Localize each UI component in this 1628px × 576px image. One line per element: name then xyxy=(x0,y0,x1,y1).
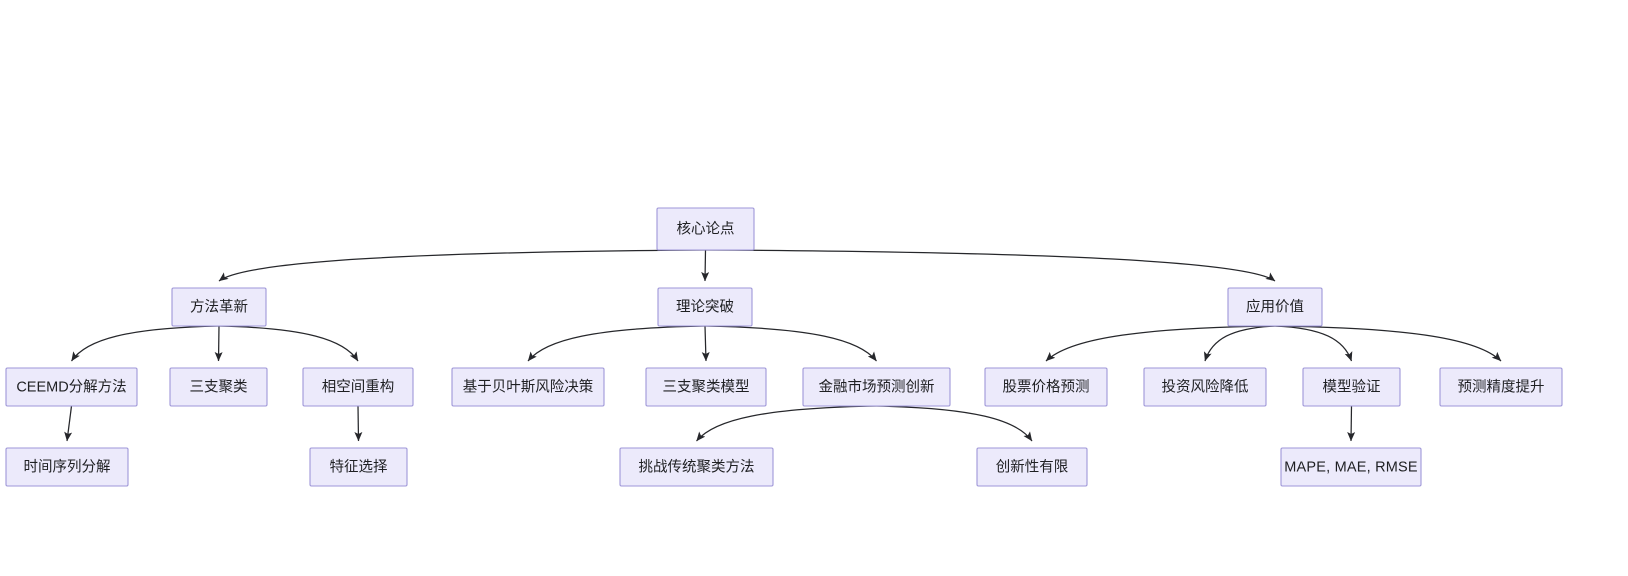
node-n3b[interactable]: 三支聚类 xyxy=(169,367,268,407)
node-label-n4b: 特征选择 xyxy=(330,458,388,475)
node-n2c[interactable]: 应用价值 xyxy=(1227,287,1323,327)
edge-n2c-to-n3h xyxy=(1203,325,1276,362)
node-label-n4a: 时间序列分解 xyxy=(24,458,111,475)
node-box-n3a[interactable] xyxy=(5,367,138,407)
node-n4d[interactable]: 创新性有限 xyxy=(976,447,1088,487)
node-label-n3b: 三支聚类 xyxy=(190,378,248,395)
node-label-n3d: 基于贝叶斯风险决策 xyxy=(463,378,594,395)
edges-layer xyxy=(64,249,1502,442)
node-label-n3j: 预测精度提升 xyxy=(1458,378,1545,395)
node-box-n2b[interactable] xyxy=(657,287,753,327)
node-label-n4e: MAPE, MAE, RMSE xyxy=(1284,459,1418,475)
node-root[interactable]: 核心论点 xyxy=(656,207,755,251)
edge-n2b-to-n3d xyxy=(527,325,706,362)
node-n3f[interactable]: 金融市场预测创新 xyxy=(802,367,951,407)
edge-n3c-to-n4b xyxy=(354,405,363,442)
node-n3g[interactable]: 股票价格预测 xyxy=(984,367,1108,407)
node-box-n3e[interactable] xyxy=(645,367,767,407)
node-box-n3f[interactable] xyxy=(802,367,951,407)
edge-n3a-to-n4a xyxy=(64,405,73,442)
node-label-n2b: 理论突破 xyxy=(676,298,734,315)
node-n3d[interactable]: 基于贝叶斯风险决策 xyxy=(451,367,605,407)
node-box-n2a[interactable] xyxy=(171,287,267,327)
node-label-root: 核心论点 xyxy=(677,220,735,237)
node-label-n3h: 投资风险降低 xyxy=(1162,378,1249,395)
node-box-n3g[interactable] xyxy=(984,367,1108,407)
node-box-n3i[interactable] xyxy=(1302,367,1401,407)
node-box-n4c[interactable] xyxy=(619,447,774,487)
node-n2a[interactable]: 方法革新 xyxy=(171,287,267,327)
node-label-n3f: 金融市场预测创新 xyxy=(819,378,935,395)
node-box-n3d[interactable] xyxy=(451,367,605,407)
node-label-n3e: 三支聚类模型 xyxy=(663,378,750,395)
edge-n2c-to-n3g xyxy=(1045,325,1276,362)
node-label-n2c: 应用价值 xyxy=(1246,297,1304,315)
edge-n3f-to-n4c xyxy=(696,405,877,442)
node-box-root[interactable] xyxy=(656,207,755,251)
node-label-n4c: 挑战传统聚类方法 xyxy=(639,458,755,475)
node-box-n4a[interactable] xyxy=(5,447,129,487)
node-n4c[interactable]: 挑战传统聚类方法 xyxy=(619,447,774,487)
edge-root-to-n2c xyxy=(705,249,1276,282)
node-n2b[interactable]: 理论突破 xyxy=(657,287,753,327)
node-label-n3i: 模型验证 xyxy=(1323,378,1381,395)
node-box-n2c[interactable] xyxy=(1227,287,1323,327)
node-box-n4e[interactable] xyxy=(1280,447,1422,487)
edge-n2a-to-n3b xyxy=(214,325,223,362)
edge-root-to-n2a xyxy=(218,249,706,282)
node-box-n4b[interactable] xyxy=(309,447,408,487)
node-box-n4d[interactable] xyxy=(976,447,1088,487)
node-label-n2a: 方法革新 xyxy=(190,298,248,315)
node-n4b[interactable]: 特征选择 xyxy=(309,447,408,487)
edge-n3i-to-n4e xyxy=(1347,405,1356,442)
node-label-n3c: 相空间重构 xyxy=(322,378,395,395)
node-label-n3a: CEEMD分解方法 xyxy=(16,378,126,395)
edge-root-to-n2b xyxy=(701,249,710,282)
node-n3j[interactable]: 预测精度提升 xyxy=(1439,367,1563,407)
node-box-n3h[interactable] xyxy=(1143,367,1267,407)
node-n4e[interactable]: MAPE, MAE, RMSE xyxy=(1280,447,1422,487)
node-n3e[interactable]: 三支聚类模型 xyxy=(645,367,767,407)
node-n3c[interactable]: 相空间重构 xyxy=(302,367,414,407)
edge-n2a-to-n3c xyxy=(218,325,359,362)
node-n3a[interactable]: CEEMD分解方法 xyxy=(5,367,138,407)
node-box-n3c[interactable] xyxy=(302,367,414,407)
node-n3i[interactable]: 模型验证 xyxy=(1302,367,1401,407)
edge-n2c-to-n3j xyxy=(1274,325,1502,362)
edge-n2a-to-n3a xyxy=(70,325,220,362)
edge-n2b-to-n3e xyxy=(701,325,710,362)
node-n3h[interactable]: 投资风险降低 xyxy=(1143,367,1267,407)
node-n4a[interactable]: 时间序列分解 xyxy=(5,447,129,487)
node-box-n3b[interactable] xyxy=(169,367,268,407)
edge-n2b-to-n3f xyxy=(704,325,877,362)
edge-n3f-to-n4d xyxy=(876,405,1033,442)
node-box-n3j[interactable] xyxy=(1439,367,1563,407)
node-label-n3g: 股票价格预测 xyxy=(1003,378,1090,395)
edge-n2c-to-n3i xyxy=(1274,325,1353,362)
node-label-n4d: 创新性有限 xyxy=(996,458,1069,475)
